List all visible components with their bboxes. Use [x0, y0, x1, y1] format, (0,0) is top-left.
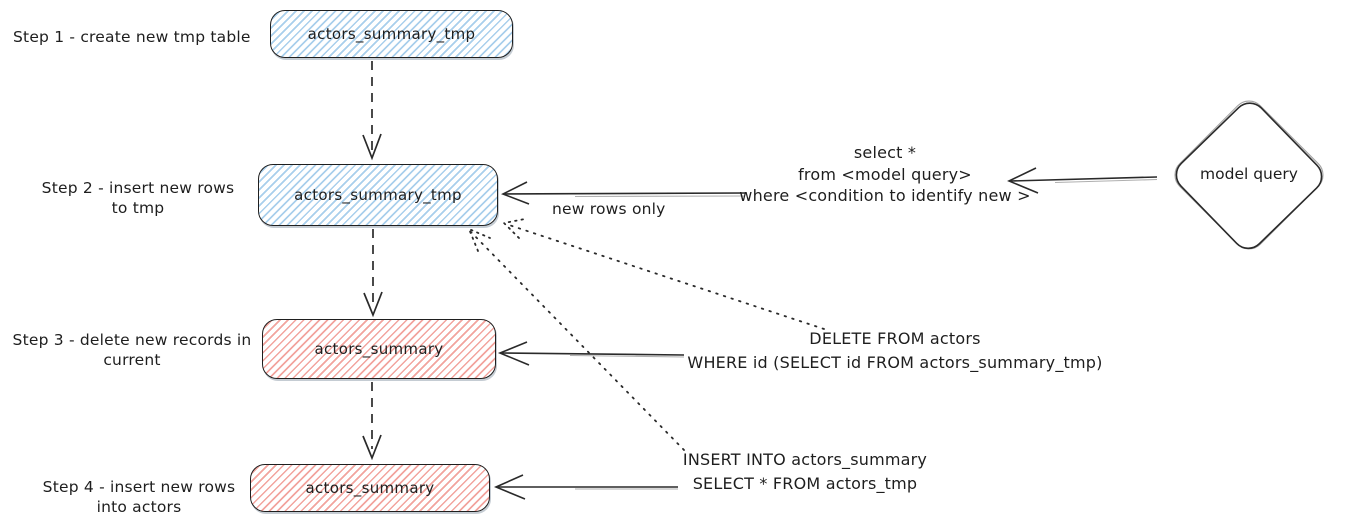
flow-arrow-step1-step2 — [362, 61, 382, 161]
dotted-ref-insert-sql-to-tmp — [467, 227, 685, 451]
node-label: actors_summary_tmp — [294, 186, 462, 204]
model-query-label: model query — [1200, 165, 1298, 183]
dotted-ref-delete-sql-to-tmp — [502, 218, 825, 330]
node-actors-summary-tmp-step2: actors_summary_tmp — [258, 164, 498, 226]
flow-arrow-step2-step3 — [363, 229, 383, 318]
step-3-label: Step 3 - delete new records in current — [12, 331, 252, 369]
node-actors-summary-step3: actors_summary — [262, 319, 496, 379]
node-actors-summary-tmp-step1: actors_summary_tmp — [270, 10, 513, 58]
new-rows-only-label: new rows only — [552, 200, 666, 218]
delete-sql-annotation: DELETE FROM actors WHERE id (SELECT id F… — [687, 329, 1103, 372]
node-label: actors_summary — [314, 340, 444, 358]
node-label: actors_summary_tmp — [307, 25, 476, 43]
insert-sql-annotation: INSERT INTO actors_summary SELECT * FROM… — [682, 450, 928, 493]
step-2-label: Step 2 - insert new rows to tmp — [41, 179, 235, 217]
step-4-label: Step 4 - insert new rows into actors — [42, 478, 236, 516]
node-label: actors_summary — [305, 479, 435, 497]
arrow-insert-sql-to-actors-summary — [493, 474, 678, 500]
model-query-sql-annotation: select * from <model query> where <condi… — [739, 143, 1031, 205]
step-1-label: Step 1 - create new tmp table — [13, 28, 251, 46]
flow-arrow-step3-step4 — [362, 382, 382, 461]
node-actors-summary-step4: actors_summary — [250, 464, 490, 512]
arrow-delete-sql-to-actors-summary — [497, 341, 685, 366]
